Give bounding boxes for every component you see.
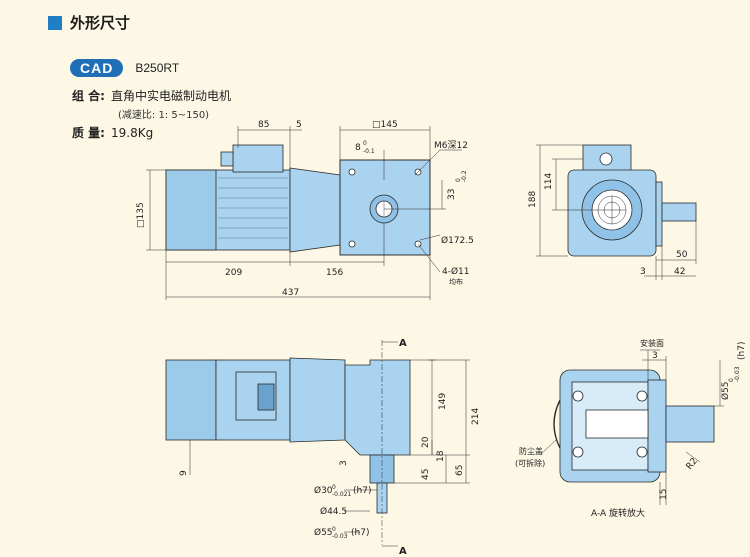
mass-value: 19.8Kg — [110, 126, 154, 140]
bearing-icon — [636, 390, 648, 402]
dim-33-tol2: -0.2 — [461, 170, 468, 182]
brake-cap — [165, 169, 217, 251]
dim-65: 65 — [455, 465, 465, 476]
dim-55c: Ø55 — [720, 381, 731, 400]
mount-hole — [348, 240, 356, 248]
section-view: 安装面 3 Ø55 0 -0.03 (h7) 防尘盖 (可拆除) R2 15 A… — [515, 338, 747, 519]
bearing-icon — [636, 446, 648, 458]
dim-m6: M6深12 — [434, 140, 468, 151]
section-shaft — [665, 405, 715, 443]
dim-85: 85 — [258, 120, 269, 130]
dim-55c-tol2: -0.03 — [734, 366, 741, 382]
dim-55b-tol2: -0.03 — [332, 533, 348, 540]
terminal-box — [232, 144, 284, 173]
dim-55b-tol: 0 — [332, 526, 336, 533]
terminal-gland — [220, 151, 234, 167]
header-square-icon — [48, 15, 62, 30]
bearing-icon — [572, 446, 584, 458]
dim-8-tol: 0 — [363, 140, 367, 147]
bottom-brake-cap — [165, 359, 217, 441]
dim-50: 50 — [676, 250, 688, 260]
dim-172: Ø172.5 — [441, 235, 474, 246]
dim-33-tol: 0 — [455, 178, 462, 182]
section-title: 外形尺寸 — [70, 14, 131, 32]
dim-55b-fit: (h7) — [351, 528, 369, 538]
dim-30-tol: 0 — [332, 484, 336, 491]
dim-114: 114 — [544, 173, 554, 190]
section-mark-bottom: A — [399, 546, 407, 557]
section-flange — [647, 379, 667, 473]
mount-hole — [348, 168, 356, 176]
ratio-note: (减速比: 1: 5~150) — [118, 110, 210, 121]
dim-214: 214 — [471, 408, 481, 425]
combo-value: 直角中实电磁制动电机 — [110, 89, 231, 103]
dim-55b: Ø55 — [314, 527, 333, 538]
dim-45: 45 — [421, 469, 431, 480]
side-gland — [599, 152, 613, 166]
dim-5: 5 — [296, 120, 302, 130]
dim-156: 156 — [326, 268, 343, 278]
dim-8-tol2: -0.1 — [363, 148, 375, 155]
bottom-nameplate — [257, 383, 275, 411]
side-flange — [655, 181, 663, 247]
dim-18: 18 — [436, 450, 446, 462]
side-view: 188 114 50 3 42 — [528, 144, 697, 280]
dust-cover-label: 防尘盖 — [519, 446, 543, 456]
dim-30-tol2: -0.021 — [332, 491, 352, 498]
dim-188: 188 — [528, 191, 538, 208]
motor-fins — [218, 177, 288, 239]
section-bore — [585, 409, 649, 439]
dim-20: 20 — [421, 436, 431, 448]
section-mark-top: A — [399, 338, 407, 349]
dim-3c: 3 — [652, 351, 658, 361]
model-number: B250RT — [135, 61, 180, 75]
mass-label: 质 量: — [72, 126, 105, 140]
dim-149: 149 — [438, 393, 448, 410]
dim-55c-fit: (h7) — [737, 342, 747, 360]
combo-row: 组 合: 直角中实电磁制动电机 — [72, 87, 231, 104]
dust-cover — [553, 399, 561, 449]
dim-30-fit: (h7) — [353, 486, 371, 496]
bottom-flange — [289, 357, 346, 443]
dim-437: 437 — [282, 288, 299, 298]
dim-3b: 3 — [339, 460, 349, 466]
section-caption: A-A 旋转放大 — [591, 507, 645, 519]
dim-8: 8 — [355, 143, 361, 153]
top-view: 85 5 □145 8 0 -0.1 M6深12 33 0 -0.2 □135 … — [136, 120, 474, 300]
cad-row: CAD B250RT — [70, 59, 179, 77]
dim-55c-tol: 0 — [728, 378, 735, 382]
section-header: 外形尺寸 — [48, 12, 130, 33]
bottom-gearbox — [344, 359, 411, 456]
mass-row: 质 量: 19.8Kg — [72, 124, 153, 141]
dim-4-holes: 4-Ø11 — [442, 266, 470, 277]
dim-9: 9 — [179, 470, 189, 476]
dim-42: 42 — [674, 267, 685, 277]
combo-label: 组 合: — [72, 89, 105, 103]
cad-badge[interactable]: CAD — [70, 59, 124, 77]
dim-209: 209 — [225, 268, 242, 278]
dim-445: Ø44.5 — [320, 506, 347, 517]
dim-145: □145 — [372, 120, 398, 130]
dim-4-note: 均布 — [449, 277, 463, 286]
side-shaft — [661, 202, 697, 222]
dim-r2: R2 — [685, 456, 700, 472]
flange — [289, 167, 341, 253]
dim-3: 3 — [640, 267, 646, 277]
bearing-icon — [572, 390, 584, 402]
fan-grille-icon — [597, 195, 627, 225]
dim-30: Ø30 — [314, 485, 333, 496]
bottom-view: A A 149 214 20 18 45 65 9 3 Ø30 0 -0.021… — [165, 338, 481, 557]
dim-15: 15 — [659, 489, 669, 500]
dust-cover-note: (可拆除) — [515, 458, 545, 468]
dim-33: 33 — [447, 189, 457, 200]
dim-135: □135 — [136, 202, 146, 228]
install-face-label: 安装面 — [640, 338, 664, 348]
